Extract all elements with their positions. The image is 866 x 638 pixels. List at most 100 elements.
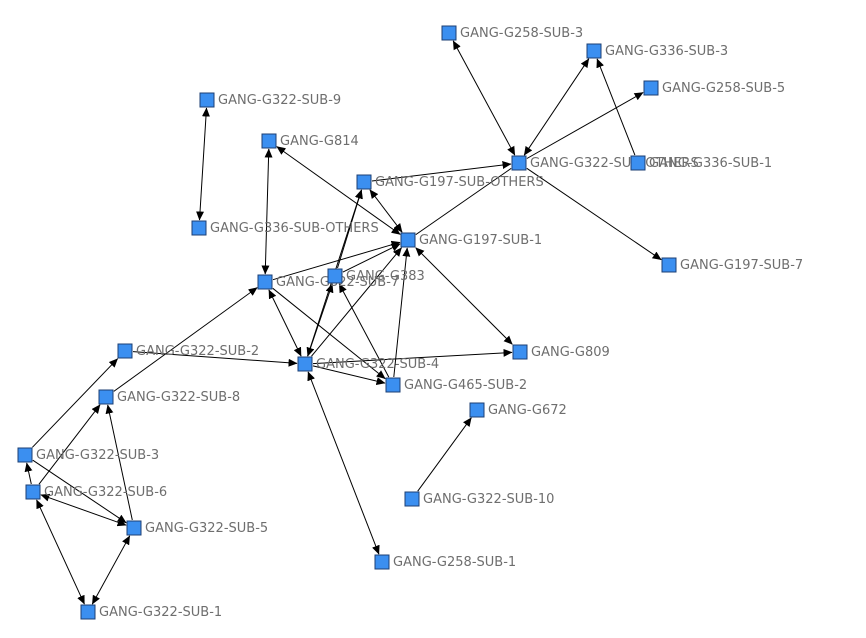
node-square[interactable] xyxy=(512,344,528,360)
node-label: GANG-G322-SUB-OTHERS xyxy=(530,156,699,171)
node-label: GANG-G322-SUB-3 xyxy=(36,448,159,463)
node-label: GANG-G258-SUB-1 xyxy=(393,555,516,570)
edge-G465-2-to-G383 xyxy=(338,283,390,378)
node-g809[interactable]: GANG-G809 xyxy=(512,344,610,360)
node-square[interactable] xyxy=(191,220,207,236)
node-square[interactable] xyxy=(80,604,96,620)
node-g322-6[interactable]: GANG-G322-SUB-6 xyxy=(25,484,167,500)
edge-G336-1-to-G336-3 xyxy=(596,58,636,156)
node-g322-5[interactable]: GANG-G322-SUB-5 xyxy=(126,520,268,536)
node-square[interactable] xyxy=(117,343,133,359)
node-g197-1[interactable]: GANG-G197-SUB-1 xyxy=(400,232,542,248)
node-square[interactable] xyxy=(199,92,215,108)
node-label: GANG-G336-SUB-OTHERS xyxy=(210,221,379,236)
node-g322-1[interactable]: GANG-G322-SUB-1 xyxy=(80,604,222,620)
node-g336-1[interactable]: GANG-G336-SUB-1 xyxy=(630,155,772,171)
node-square[interactable] xyxy=(385,377,401,393)
node-g814[interactable]: GANG-G814 xyxy=(261,133,359,149)
node-label: GANG-G672 xyxy=(488,403,567,418)
node-g322-3[interactable]: GANG-G322-SUB-3 xyxy=(17,447,159,463)
node-label: GANG-G809 xyxy=(531,345,610,360)
node-label: GANG-G383 xyxy=(346,269,425,284)
node-square[interactable] xyxy=(586,43,602,59)
edge-G322-1-to-G322-5 xyxy=(91,535,131,605)
edge-G322-7-to-G322-4 xyxy=(268,289,302,357)
node-g258-3[interactable]: GANG-G258-SUB-3 xyxy=(441,25,583,41)
node-square[interactable] xyxy=(374,554,390,570)
node-g322-oth[interactable]: GANG-G322-SUB-OTHERS xyxy=(511,155,699,171)
node-g258-1[interactable]: GANG-G258-SUB-1 xyxy=(374,554,516,570)
node-square[interactable] xyxy=(400,232,416,248)
node-g336-3[interactable]: GANG-G336-SUB-3 xyxy=(586,43,728,59)
node-label: GANG-G465-SUB-2 xyxy=(404,378,527,393)
node-g322-8[interactable]: GANG-G322-SUB-8 xyxy=(98,389,240,405)
node-label: GANG-G322-SUB-9 xyxy=(218,93,341,108)
node-label: GANG-G322-SUB-2 xyxy=(136,344,259,359)
node-label: GANG-G814 xyxy=(280,134,359,149)
edge-G322-8-to-G322-7 xyxy=(113,287,258,392)
edge-G322-4-to-G809 xyxy=(312,348,513,365)
node-label: GANG-G322-SUB-5 xyxy=(145,521,268,536)
node-g322-4[interactable]: GANG-G322-SUB-4 xyxy=(297,356,439,372)
edge-G197-OTH-to-G197-1 xyxy=(369,189,403,233)
node-square[interactable] xyxy=(297,356,313,372)
node-square[interactable] xyxy=(643,80,659,96)
node-g383[interactable]: GANG-G383 xyxy=(327,268,425,284)
node-g336-oth[interactable]: GANG-G336-SUB-OTHERS xyxy=(191,220,379,236)
edge-G322-4-to-G258-1 xyxy=(307,371,380,555)
node-square[interactable] xyxy=(469,402,485,418)
edge-G322-9-to-G336-OTH xyxy=(196,107,210,221)
edge-G322-7-to-G197-1 xyxy=(272,240,401,281)
node-label: GANG-G322-SUB-6 xyxy=(44,485,167,500)
node-g322-9[interactable]: GANG-G322-SUB-9 xyxy=(199,92,341,108)
edge-G383-to-G197-1 xyxy=(342,243,401,273)
node-label: GANG-G258-SUB-5 xyxy=(662,81,785,96)
node-square[interactable] xyxy=(261,133,277,149)
node-square[interactable] xyxy=(98,389,114,405)
node-square[interactable] xyxy=(630,155,646,171)
edge-G322-OTH-to-G197-7 xyxy=(526,167,662,261)
edge-G322-4-to-G383 xyxy=(306,283,334,357)
node-g258-5[interactable]: GANG-G258-SUB-5 xyxy=(643,80,785,96)
edge-G322-7-to-G814 xyxy=(261,148,273,275)
node-label: GANG-G258-SUB-3 xyxy=(460,26,583,41)
node-square[interactable] xyxy=(441,25,457,41)
node-square[interactable] xyxy=(661,257,677,273)
node-g672[interactable]: GANG-G672 xyxy=(469,402,567,418)
node-g465-2[interactable]: GANG-G465-SUB-2 xyxy=(385,377,527,393)
edge-G322-OTH-to-G258-5 xyxy=(526,92,644,159)
node-label: GANG-G197-SUB-7 xyxy=(680,258,803,273)
edge-G322-6-to-G322-3 xyxy=(24,462,33,485)
node-label: GANG-G197-SUB-1 xyxy=(419,233,542,248)
edge-G322-5-to-G322-8 xyxy=(105,404,133,521)
edge-G322-3-to-G322-2 xyxy=(32,358,118,448)
node-g322-10[interactable]: GANG-G322-SUB-10 xyxy=(404,491,554,507)
node-label: GANG-G322-SUB-8 xyxy=(117,390,240,405)
edge-G465-2-to-G197-1 xyxy=(393,247,411,378)
edge-G322-6-to-G322-1 xyxy=(36,499,85,605)
node-square[interactable] xyxy=(257,274,273,290)
node-square[interactable] xyxy=(356,174,372,190)
node-label: GANG-G336-SUB-1 xyxy=(649,156,772,171)
edge-G322-OTH-to-G336-3 xyxy=(523,58,590,156)
node-g197-7[interactable]: GANG-G197-SUB-7 xyxy=(661,257,803,273)
edges-layer xyxy=(24,40,662,605)
edge-G197-1-to-G322-OTH xyxy=(415,167,512,236)
node-label: GANG-G322-SUB-4 xyxy=(316,357,439,372)
edge-G322-10-to-G672 xyxy=(417,417,472,492)
node-square[interactable] xyxy=(17,447,33,463)
node-square[interactable] xyxy=(126,520,142,536)
node-g197-oth[interactable]: GANG-G197-SUB-OTHERS xyxy=(356,174,544,190)
node-label: GANG-G197-SUB-OTHERS xyxy=(375,175,544,190)
node-label: GANG-G336-SUB-3 xyxy=(605,44,728,59)
node-square[interactable] xyxy=(404,491,420,507)
edge-G322-2-to-G322-4 xyxy=(132,351,298,367)
node-label: GANG-G322-SUB-10 xyxy=(423,492,554,507)
node-square[interactable] xyxy=(327,268,343,284)
node-g322-2[interactable]: GANG-G322-SUB-2 xyxy=(117,343,259,359)
node-square[interactable] xyxy=(511,155,527,171)
edge-G197-1-to-G809 xyxy=(415,247,513,345)
edge-G322-6-to-G322-8 xyxy=(38,404,101,485)
node-square[interactable] xyxy=(25,484,41,500)
